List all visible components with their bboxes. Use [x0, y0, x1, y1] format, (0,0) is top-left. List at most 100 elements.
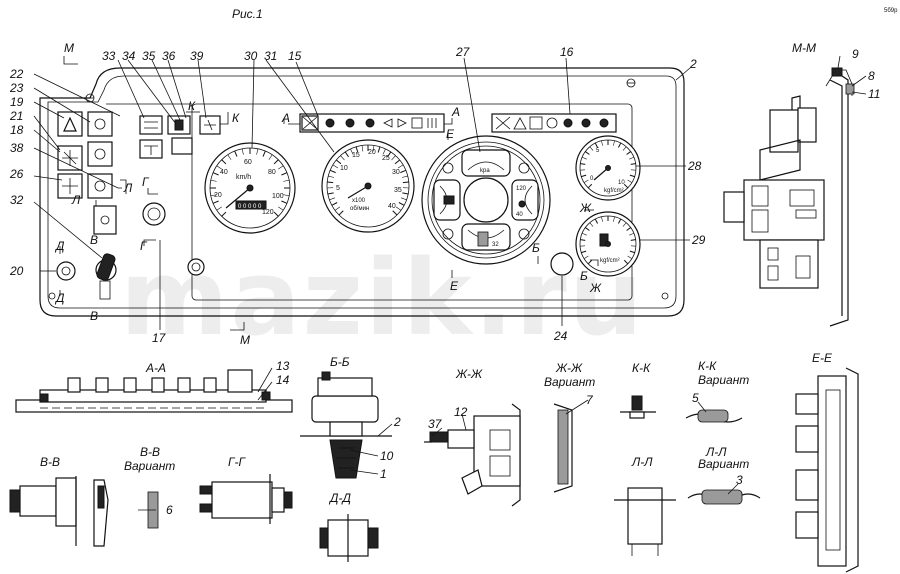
gauge-tick	[395, 206, 402, 211]
callout-28: 28	[687, 159, 702, 173]
section-title-bb: Б-Б	[330, 355, 350, 369]
section-vv-variant: Вариант	[124, 459, 175, 473]
gauge-tick	[331, 202, 338, 206]
letter-d-top: Д	[54, 239, 65, 253]
letter-b-right: Б	[580, 269, 588, 283]
callout-17: 17	[152, 331, 167, 345]
callout-36: 36	[162, 49, 176, 63]
indicator-strip-left	[299, 113, 445, 133]
section-ll-variant: Вариант	[698, 457, 749, 471]
gauge-tick	[630, 163, 636, 165]
speedometer-tick-20: 20	[214, 192, 222, 199]
gauge-tick	[398, 202, 405, 206]
gauge-tick	[402, 192, 409, 195]
gauge-tick	[273, 159, 279, 165]
gauge-tick	[256, 148, 259, 155]
indicator-strip-right	[491, 113, 617, 133]
letter-k-left: К	[188, 99, 196, 113]
callout-34: 34	[122, 49, 136, 63]
gauge-tick	[262, 150, 266, 157]
section-zhzh-variant: Вариант	[544, 375, 595, 389]
tacho-tick-10: 10	[340, 165, 348, 172]
panel-knobs	[142, 202, 574, 276]
gauge-tick	[332, 164, 339, 169]
callout-12: 12	[454, 405, 468, 419]
tacho-tick-35: 35	[394, 187, 402, 194]
letter-a-right: А	[451, 105, 460, 119]
callout-11: 11	[868, 87, 880, 101]
leader-lines	[33, 55, 867, 511]
section-title-ll-var: Л-Л	[705, 445, 727, 459]
gauge-tick	[583, 179, 589, 183]
callout-18: 18	[10, 123, 24, 137]
tacho-multiplier: x100	[352, 198, 366, 204]
gauge-tick	[216, 165, 222, 170]
gauge-tick	[278, 206, 284, 211]
gauge-tick	[335, 159, 342, 165]
letter-a-left: А	[281, 111, 290, 125]
combi-tick-120: 120	[516, 186, 527, 192]
letter-k-right: К	[232, 111, 240, 125]
gauge-tick	[622, 222, 627, 227]
section-dd-view	[319, 514, 379, 562]
gauge-tick	[340, 155, 345, 161]
speedometer-tick-60: 60	[244, 159, 252, 166]
gauge-tick	[581, 174, 587, 178]
gauge-tick	[580, 239, 586, 241]
gauge-tick	[361, 145, 364, 152]
gauge-tick	[582, 157, 587, 160]
gauge-tick	[613, 140, 615, 146]
gauge-tick	[278, 165, 284, 170]
gauge-tick	[234, 150, 238, 157]
gauge-tick	[580, 163, 586, 165]
gauge-tick	[582, 233, 587, 236]
gauge-tick	[350, 148, 354, 155]
callout-37: 37	[428, 417, 443, 431]
watermark: mazik.ru	[120, 237, 645, 359]
pressure-gauge-upper: 0 5 10 kgf/cm²	[575, 135, 641, 201]
letter-zh-bottom: Ж	[589, 281, 602, 295]
section-title-ee: Е-Е	[812, 351, 833, 365]
callout-8: 8	[868, 69, 875, 83]
callout-23: 23	[9, 81, 24, 95]
section-title-vv-var: В-В	[140, 445, 160, 459]
speedometer-tick-100: 100	[272, 193, 284, 200]
section-title-ll: Л-Л	[631, 455, 653, 469]
section-title-vv: В-В	[40, 455, 60, 469]
gauge-tick	[583, 255, 589, 259]
corner-code: 5б9р	[884, 8, 898, 14]
gauge-tick	[601, 140, 603, 146]
letter-b-left: Б	[532, 241, 540, 255]
gauge-tick	[601, 216, 603, 222]
top-indicator-blocks	[139, 115, 221, 159]
speedometer: km/h 20 40 60 80 100 120 0 0 0 0 0	[204, 142, 296, 234]
gauge-tick	[283, 194, 290, 197]
callout-21: 21	[9, 109, 23, 123]
speedometer-tick-120: 120	[262, 209, 274, 216]
gauge-tick	[594, 218, 599, 224]
callout-13: 13	[276, 359, 290, 373]
gauge-tick	[585, 151, 590, 155]
gauge-tick	[221, 159, 227, 165]
gauge-tick	[627, 179, 633, 183]
gauge-tick	[227, 154, 232, 160]
p2-unit: kgf/cm²	[600, 258, 620, 264]
gauge-tick	[377, 146, 381, 153]
gauge-tick	[626, 151, 631, 155]
gauge-tick	[372, 145, 375, 152]
gauge-tick	[210, 194, 217, 197]
p1-tick-0: 0	[590, 176, 594, 182]
gauge-tick	[283, 179, 290, 182]
main-panel	[39, 67, 685, 317]
gauge-tick	[221, 211, 227, 217]
gauge-tick	[212, 172, 219, 176]
callout-1: 1	[380, 467, 387, 481]
callout-30: 30	[244, 49, 258, 63]
callout-15: 15	[288, 49, 302, 63]
gauge-tick	[581, 250, 587, 254]
tacho-tick-30: 30	[392, 169, 400, 176]
tacho-tick-20: 20	[368, 149, 376, 156]
section-title-kk-var: К-К	[698, 359, 717, 373]
letter-l-right: Л	[123, 181, 133, 195]
